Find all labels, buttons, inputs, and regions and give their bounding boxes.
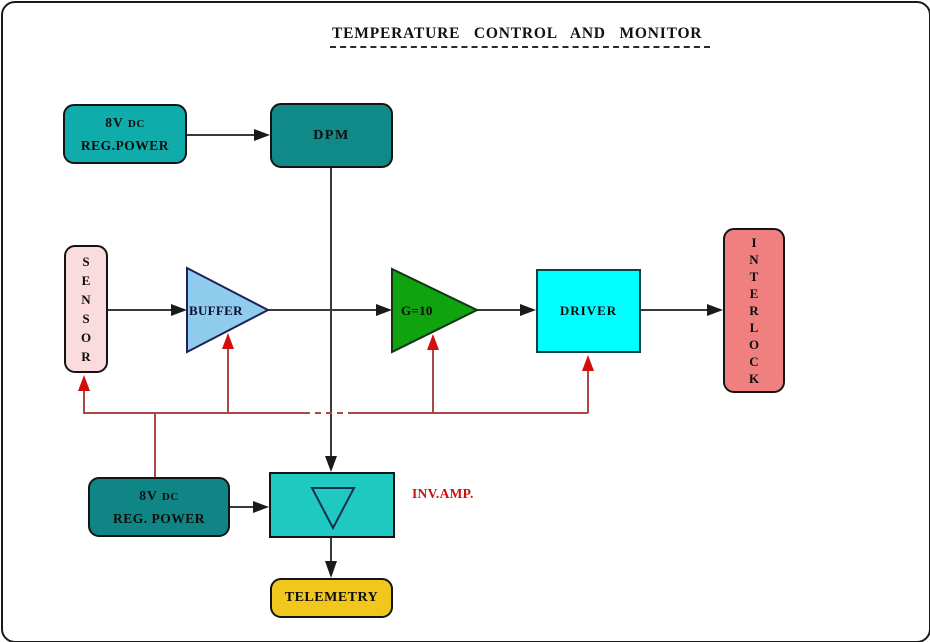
power-voltage-label: 8V DC [139, 487, 179, 503]
dpm-label: DPM [313, 127, 350, 143]
arrowhead [325, 456, 337, 472]
arrowhead [254, 129, 270, 141]
gain-label: G=10 [401, 303, 433, 318]
telemetry-block: TELEMETRY [270, 578, 393, 618]
arrowhead [582, 355, 594, 371]
arrowhead [78, 375, 90, 391]
reg-power-bottom-block: 8V DC REG. POWER [88, 477, 230, 537]
arrowhead [707, 304, 723, 316]
inv-amp-label: INV.AMP. [412, 486, 474, 501]
sensor-block: S E N S O R [64, 245, 108, 373]
power-reg-label: REG. POWER [112, 510, 205, 526]
sensor-label: S E N S O R [80, 254, 92, 364]
arrowhead [171, 304, 187, 316]
gain-triangle [391, 267, 480, 354]
inverting-amplifier-block [269, 472, 395, 538]
interlock-block: I N T E R L O C K [723, 228, 785, 393]
arrowhead [253, 501, 269, 513]
power-voltage-label: 8V DC [105, 114, 145, 130]
telemetry-label: TELEMETRY [284, 590, 379, 605]
interlock-label: I N T E R L O C K [748, 235, 760, 386]
dpm-block: DPM [270, 103, 393, 168]
power-bus-arrowheads [78, 333, 594, 391]
arrowhead [376, 304, 392, 316]
inverter-symbol-icon [310, 487, 356, 531]
buffer-triangle [186, 266, 271, 354]
power-bus-lines [83, 348, 589, 477]
power-reg-label: REG.POWER [80, 137, 170, 153]
driver-label: DRIVER [559, 303, 618, 318]
reg-power-top-block: 8V DC REG.POWER [63, 104, 187, 164]
driver-block: DRIVER [536, 269, 641, 353]
page-title: TEMPERATURE CONTROL AND MONITOR [330, 25, 711, 48]
arrowhead [520, 304, 536, 316]
arrowhead [427, 334, 439, 350]
buffer-label: BUFFER [189, 303, 243, 318]
arrowhead [325, 561, 337, 578]
arrowhead [222, 333, 234, 349]
